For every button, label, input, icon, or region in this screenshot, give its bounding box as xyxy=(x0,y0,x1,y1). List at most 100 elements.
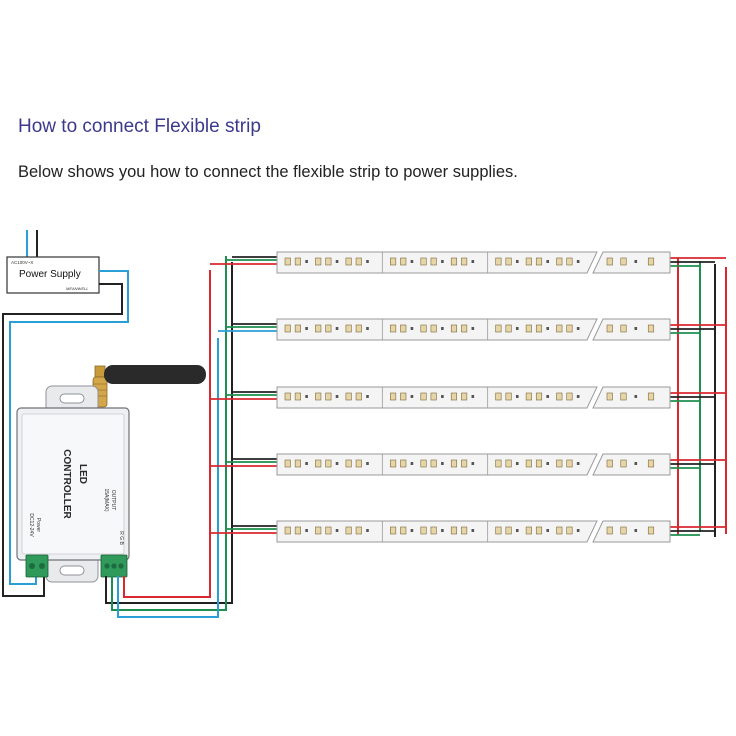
led-strip-body xyxy=(276,386,598,409)
strip-resistor xyxy=(634,395,638,398)
led-chip xyxy=(505,324,512,333)
led-chip xyxy=(390,392,397,401)
led-chip xyxy=(620,459,627,468)
controller-name-line1: LED xyxy=(77,464,88,484)
power-supply-brand: MEANWELL xyxy=(66,286,88,291)
strip-resistor xyxy=(546,462,550,465)
led-chip xyxy=(345,324,352,333)
led-chip xyxy=(430,324,437,333)
led-chip xyxy=(461,324,468,333)
led-chip xyxy=(461,392,468,401)
antenna-base-nut xyxy=(94,365,106,378)
strip-resistor xyxy=(515,327,519,330)
led-chip xyxy=(450,257,458,266)
led-chip xyxy=(294,526,301,535)
strip-resistor xyxy=(366,462,369,465)
led-chip xyxy=(647,459,655,468)
led-chip xyxy=(566,324,573,333)
strip-resistor xyxy=(515,395,519,398)
led-chip xyxy=(315,526,322,535)
output-wire-red xyxy=(123,270,211,598)
led-strip-body xyxy=(276,251,598,274)
output-wires xyxy=(105,256,233,618)
output-wire-blue xyxy=(117,338,219,618)
strip-resistor xyxy=(441,327,444,330)
strip-resistor xyxy=(366,260,369,263)
led-chip xyxy=(325,526,332,535)
strip-resistor xyxy=(441,529,444,532)
led-controller: LED CONTROLLER Power DC12-24V OUTPUT 15A… xyxy=(16,385,130,583)
led-chip xyxy=(535,257,543,266)
led-chip xyxy=(525,526,532,535)
strip-resistor xyxy=(305,395,308,398)
led-chip xyxy=(505,257,512,266)
strip-resistor xyxy=(576,260,580,263)
led-chip xyxy=(620,257,627,266)
strip-resistor xyxy=(515,260,519,263)
led-chip xyxy=(535,392,543,401)
strip-resistor xyxy=(546,529,550,532)
led-chip xyxy=(420,257,427,266)
led-chip xyxy=(647,526,655,535)
strip-resistor xyxy=(441,260,444,263)
strip-resistor xyxy=(546,395,550,398)
led-chip xyxy=(355,257,362,266)
led-chip xyxy=(535,324,543,333)
led-strip-body xyxy=(276,520,598,543)
strip-resistor xyxy=(515,529,519,532)
strip-resistor xyxy=(576,529,580,532)
output-terminal-screw xyxy=(118,563,124,569)
led-chip xyxy=(525,324,532,333)
led-chip xyxy=(620,526,627,535)
strip-resistor xyxy=(305,529,308,532)
strip-resistor xyxy=(546,260,550,263)
led-chip xyxy=(525,257,532,266)
led-strip-body xyxy=(276,318,598,341)
led-chip xyxy=(495,324,502,333)
led-chip xyxy=(430,257,437,266)
strip-resistor xyxy=(471,327,475,330)
led-chip xyxy=(620,324,627,333)
led-chip xyxy=(450,526,458,535)
output-terminal-screw xyxy=(111,563,117,569)
strip-resistor xyxy=(305,327,308,330)
power-supply-rating: AC100V~X xyxy=(11,260,33,265)
strip-resistor xyxy=(335,260,339,263)
controller-mount-hole-top xyxy=(59,393,85,404)
controller-power-spec: DC12-24V xyxy=(28,513,34,537)
strip-resistor xyxy=(634,260,638,263)
led-chip xyxy=(355,392,362,401)
strip-resistor xyxy=(410,395,414,398)
led-chip xyxy=(606,526,613,535)
strip-resistor xyxy=(441,462,444,465)
led-chip xyxy=(390,324,397,333)
strip-resistor xyxy=(335,462,339,465)
led-strips xyxy=(210,251,727,543)
led-chip xyxy=(315,459,322,468)
led-chip xyxy=(606,459,613,468)
led-chip xyxy=(400,526,407,535)
led-chip xyxy=(284,324,291,333)
controller-output-label: OUTPUT xyxy=(110,490,116,511)
strip-resistor xyxy=(335,327,339,330)
led-chip xyxy=(345,257,352,266)
led-strip-body xyxy=(276,453,598,476)
led-chip xyxy=(294,459,301,468)
led-chip xyxy=(325,459,332,468)
controller-output-terminals: R G B xyxy=(118,531,124,545)
strip-resistor xyxy=(335,395,339,398)
led-chip xyxy=(325,324,332,333)
led-chip xyxy=(566,257,573,266)
led-chip xyxy=(525,392,532,401)
led-chip xyxy=(647,324,655,333)
led-chip xyxy=(495,392,502,401)
led-chip xyxy=(355,526,362,535)
led-strip-body-end xyxy=(592,386,671,409)
led-chip xyxy=(450,324,458,333)
led-chip xyxy=(294,392,301,401)
led-chip xyxy=(556,459,563,468)
led-chip xyxy=(315,324,322,333)
controller-body-face xyxy=(21,413,125,555)
strip-resistor xyxy=(634,529,638,532)
